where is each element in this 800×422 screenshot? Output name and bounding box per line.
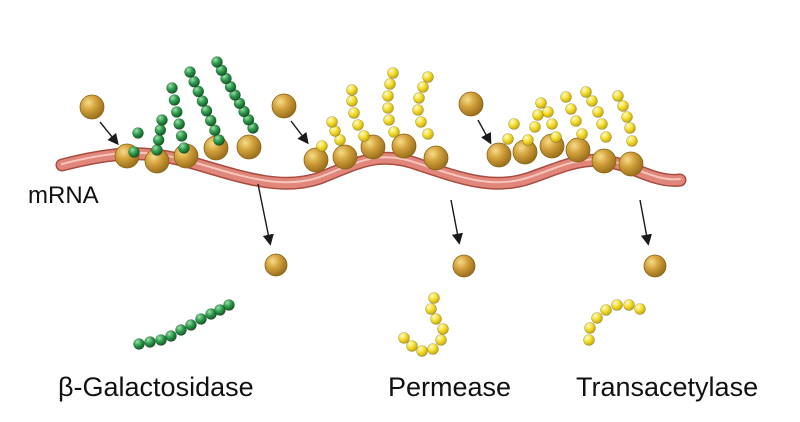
ribosome-operon2-1 (303, 147, 329, 173)
released-ribosome-2 (452, 254, 476, 278)
nascent-chain-lightyellow-6 (612, 90, 638, 147)
nascent-chain-green-2 (151, 114, 168, 156)
ribosome-operon2-2 (332, 144, 358, 170)
nascent-chain-green-1 (128, 127, 144, 158)
nascent-chain-lightyellow-3 (535, 97, 562, 143)
free-ribosome-2 (271, 93, 297, 119)
nascent-chain-lightyellow-1 (502, 118, 520, 145)
ribosome-operon2-3 (360, 134, 386, 160)
mrna-label: mRNA (28, 182, 99, 209)
ribosome-operon3-6 (618, 151, 644, 177)
nascent-chain-green-3 (166, 82, 190, 154)
binding-arrow-3 (477, 119, 492, 145)
ribosome-operon3-1 (486, 142, 512, 168)
protein-label-beta-galactosidase: β-Galactosidase (58, 372, 254, 402)
ribosome-operon1-5 (236, 134, 262, 160)
arrow-group (99, 119, 652, 246)
ribosome-operon3-5 (591, 148, 617, 174)
released-ribosome-1 (264, 253, 288, 277)
nascent-chain-green-4 (184, 66, 225, 146)
ribosome-operon2-4 (391, 133, 417, 159)
nascent-chain-yellow-5 (412, 71, 434, 140)
polypeptide-chain-group (128, 56, 646, 357)
nascent-chain-lightyellow-2 (522, 109, 544, 146)
nascent-chain-lightyellow-4 (560, 91, 588, 140)
nascent-chain-lightyellow-5 (580, 86, 612, 143)
free-ribosome-1 (79, 94, 105, 120)
release-arrow-1 (257, 183, 274, 246)
release-arrow-2 (450, 199, 463, 245)
nascent-chain-yellow-2 (326, 116, 346, 146)
protein-label-permease: Permease (388, 372, 512, 402)
protein-chain-transacetylase (583, 299, 646, 346)
nascent-chain-green-5 (211, 56, 259, 134)
nascent-chain-yellow-3 (346, 84, 370, 142)
binding-arrow-2 (290, 120, 309, 145)
ribosome-operon3-4 (565, 137, 591, 163)
nascent-chain-yellow-1 (316, 140, 328, 152)
protein-chain-permease (398, 292, 449, 357)
released-ribosome-3 (643, 254, 667, 278)
binding-arrow-1 (99, 121, 119, 146)
protein-label-transacetylase: Transacetylase (576, 372, 759, 402)
nascent-chain-yellow-4 (382, 67, 400, 138)
protein-chain-beta-galactosidase (133, 299, 235, 350)
release-arrow-3 (639, 199, 652, 246)
free-ribosome-3 (458, 91, 484, 117)
ribosome-operon2-5 (423, 145, 449, 171)
